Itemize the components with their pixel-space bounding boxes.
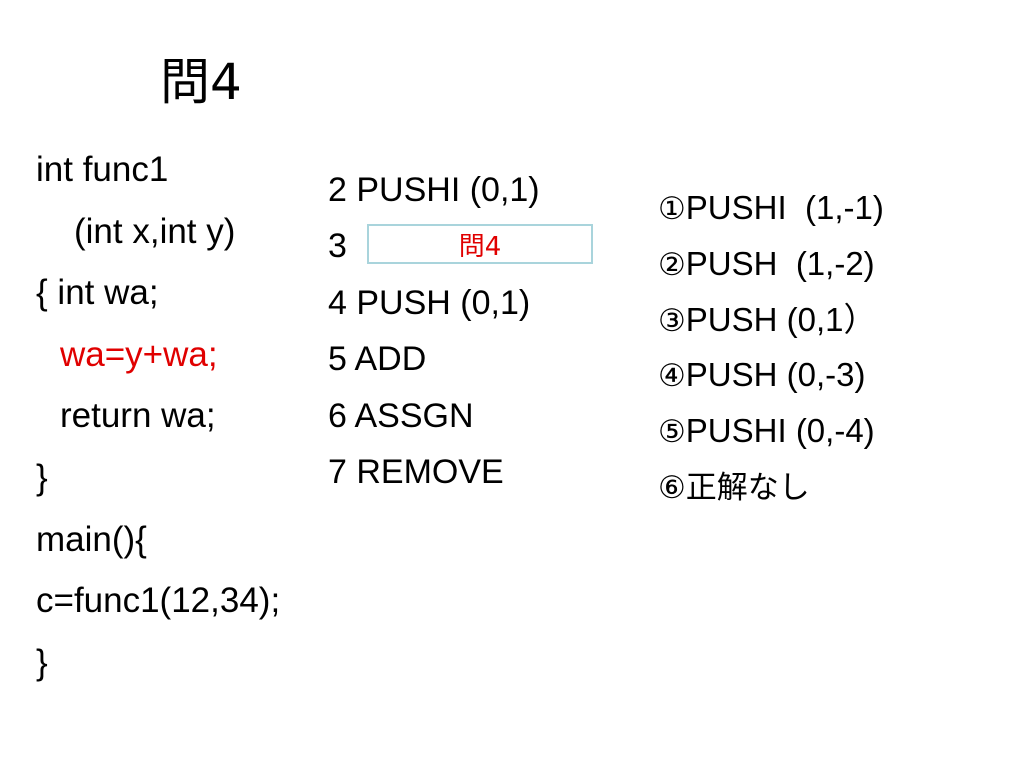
code-line: } <box>36 642 48 682</box>
choice-number: ④ <box>658 358 686 395</box>
code-line: c=func1(12,34); <box>36 581 281 621</box>
code-line: { int wa; <box>36 273 159 313</box>
code-line: (int x,int y) <box>74 211 236 251</box>
choice-text: PUSHI (1,-1) <box>685 189 884 226</box>
choice-item: ④PUSH (0,-3) <box>658 353 884 409</box>
choice-item: ②PUSH (1,-2) <box>658 242 884 298</box>
instruction-line: 3 <box>328 227 347 266</box>
choice-list: ①PUSHI (1,-1)②PUSH (1,-2)③PUSH (0,1）④PUS… <box>658 186 884 521</box>
instruction-line: 6 ASSGN <box>328 396 474 435</box>
code-line: wa=y+wa; <box>60 334 218 374</box>
code-line: } <box>36 457 48 497</box>
instruction-line: 7 REMOVE <box>328 452 504 491</box>
choice-text: 正解なし <box>685 469 810 506</box>
instruction-line: 4 PUSH (0,1) <box>328 283 531 322</box>
answer-blank-box: 問4 <box>367 224 593 264</box>
code-line: main(){ <box>36 519 147 559</box>
choice-text: PUSHI (0,-4) <box>685 412 875 450</box>
instruction-line: 2 PUSHI (0,1) <box>328 171 540 209</box>
choice-text: PUSH (0,1） <box>685 300 877 338</box>
choice-item: ③PUSH (0,1） <box>658 298 884 354</box>
choice-number: ⑥ <box>658 469 686 506</box>
choice-number: ⑤ <box>658 414 686 451</box>
instruction-line: 5 ADD <box>328 340 427 379</box>
code-line: int func1 <box>36 150 169 189</box>
slide-title: 問4 <box>160 53 242 111</box>
choice-text: PUSH (0,-3) <box>685 356 866 394</box>
choice-number: ② <box>658 246 686 283</box>
choice-number: ③ <box>658 302 686 339</box>
choice-text: PUSH (1,-2) <box>685 244 875 282</box>
code-line: return wa; <box>60 396 216 436</box>
instruction-list: 2 PUSHI (0,1) 3 4 PUSH (0,1) 5 ADD 6 ASSGN 7 … <box>328 168 540 506</box>
choice-item: ①PUSHI (1,-1) <box>658 186 884 242</box>
answer-blank-label: 問4 <box>458 231 502 262</box>
choice-number: ① <box>658 191 686 227</box>
code-listing: int func1 (int x,int y) { int wa; wa=y+wa; r… <box>36 148 280 702</box>
choice-item: ⑤PUSHI (0,-4) <box>658 409 884 465</box>
choice-item: ⑥正解なし <box>658 465 884 521</box>
